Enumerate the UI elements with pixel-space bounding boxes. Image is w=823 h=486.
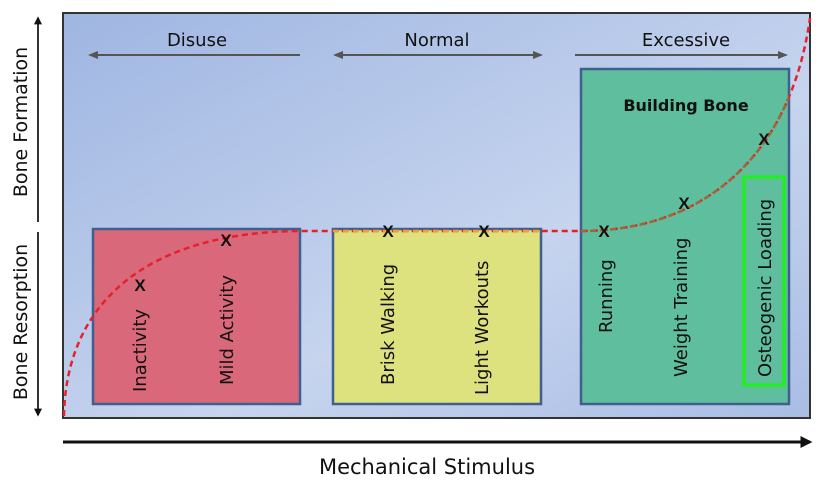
y-axis: Bone Formation Bone Resorption bbox=[10, 16, 42, 417]
y-label-resorption: Bone Resorption bbox=[10, 244, 32, 400]
zone-excessive: Excessive bbox=[575, 30, 788, 59]
marker-mild-activity: X bbox=[220, 231, 232, 250]
marker-osteogenic: X bbox=[758, 130, 770, 149]
activity-running: Running bbox=[596, 259, 617, 333]
disuse-box: Inactivity Mild Activity bbox=[91, 227, 302, 406]
activity-inactivity: Inactivity bbox=[130, 309, 151, 392]
activity-light-workouts: Light Workouts bbox=[472, 261, 493, 395]
osteogenic-highlight-box bbox=[742, 175, 786, 387]
normal-box: Brisk Walking Light Workouts bbox=[331, 227, 543, 406]
marker-light-workouts: X bbox=[478, 222, 490, 241]
curve-building-segment bbox=[581, 93, 789, 233]
marker-weight-training: X bbox=[678, 194, 690, 213]
zone-label-disuse: Disuse bbox=[167, 30, 227, 51]
markers: X X X X X X X bbox=[134, 130, 770, 295]
activity-mild-activity: Mild Activity bbox=[217, 275, 238, 385]
response-curve bbox=[62, 17, 812, 417]
building-bone-title: Building Bone bbox=[623, 96, 748, 115]
building-bone-box: Building Bone Running Weight Training Os… bbox=[579, 67, 791, 406]
marker-running: X bbox=[598, 222, 610, 241]
y-label-formation: Bone Formation bbox=[10, 47, 32, 197]
zone-label-normal: Normal bbox=[404, 30, 469, 51]
marker-brisk-walking: X bbox=[382, 222, 394, 241]
zone-label-excessive: Excessive bbox=[642, 30, 730, 51]
zone-disuse: Disuse bbox=[88, 30, 300, 59]
marker-inactivity: X bbox=[134, 276, 146, 295]
zone-normal: Normal bbox=[333, 30, 543, 59]
x-axis-label: Mechanical Stimulus bbox=[319, 455, 535, 479]
activity-brisk-walking: Brisk Walking bbox=[378, 264, 399, 385]
activity-osteogenic-loading: Osteogenic Loading bbox=[755, 199, 776, 377]
activity-weight-training: Weight Training bbox=[671, 238, 692, 377]
